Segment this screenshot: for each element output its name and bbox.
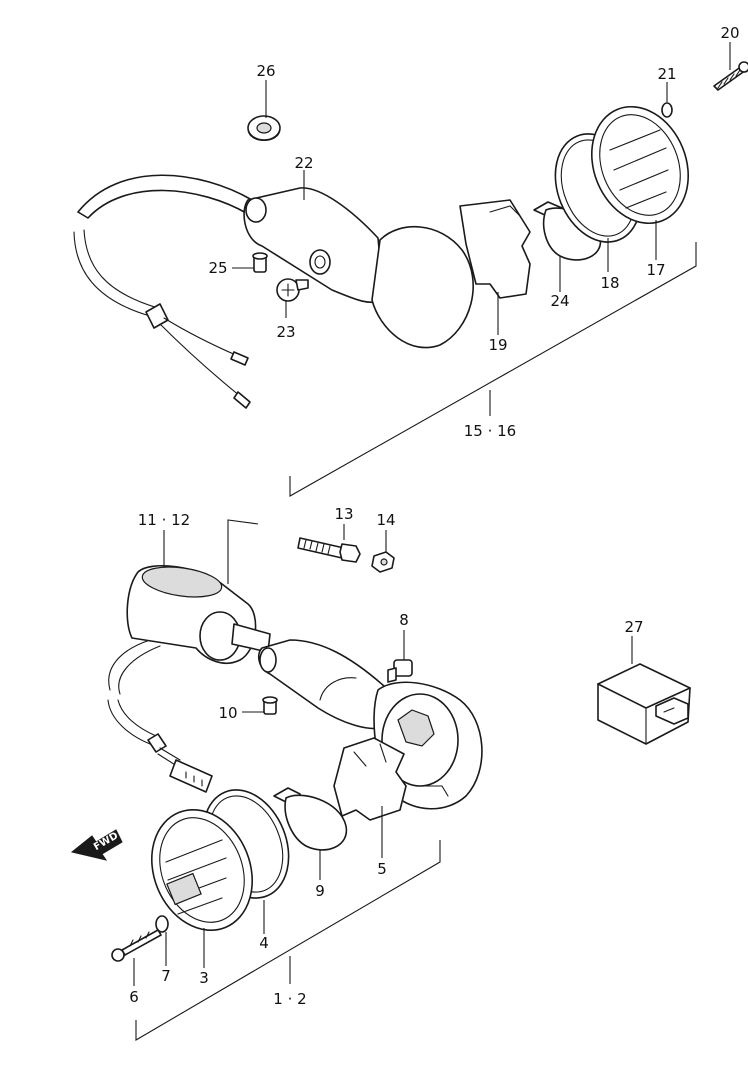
- upper-turn-signal-assembly: [73, 42, 748, 497]
- part-17-lens: [590, 105, 690, 225]
- part-20-screw: [713, 61, 748, 91]
- part-22-signal-stem: [243, 187, 474, 349]
- part-9-bulb: [273, 787, 348, 851]
- label-part-18: 18: [600, 274, 619, 292]
- label-part-7: 7: [161, 967, 171, 985]
- label-part-13: 13: [334, 505, 353, 523]
- label-part-4: 4: [259, 934, 269, 952]
- part-21-washer: [661, 102, 673, 118]
- part-7-washer: [155, 915, 169, 933]
- label-part-21: 21: [657, 65, 676, 83]
- label-part-10: 10: [218, 704, 237, 722]
- part-8-screw: [387, 659, 413, 683]
- part-13-bolt: [297, 537, 361, 563]
- label-part-3: 3: [199, 969, 209, 987]
- label-part-19: 19: [488, 336, 507, 354]
- label-part-9: 9: [315, 882, 325, 900]
- part-25-screw: [252, 252, 268, 273]
- part-labels: 26 22 25 23 19 24 18 17 21 20 15 · 16 11…: [129, 24, 739, 1008]
- lower-wire-harness: [107, 639, 213, 793]
- part-3-lens: [150, 808, 254, 932]
- part-10-screw: [262, 696, 278, 715]
- label-part-5: 5: [377, 860, 387, 878]
- label-part-20: 20: [720, 24, 739, 42]
- label-part-14: 14: [376, 511, 395, 529]
- label-part-25: 25: [208, 259, 227, 277]
- label-part-15-16: 15 · 16: [464, 422, 516, 440]
- label-part-11-12: 11 · 12: [138, 511, 190, 529]
- part-14-nut: [371, 551, 395, 573]
- part-11-12-mounting-bracket: [126, 565, 271, 664]
- part-5-socket-plate: [333, 737, 407, 821]
- part-6-screw: [111, 929, 162, 962]
- label-part-26: 26: [256, 62, 275, 80]
- label-part-17: 17: [646, 261, 665, 279]
- part-19-bulb-socket-plate: [459, 199, 531, 299]
- part-lower-stem-housing: [257, 639, 483, 810]
- label-part-8: 8: [399, 611, 409, 629]
- label-part-1-2: 1 · 2: [273, 990, 306, 1008]
- part-27-relay: [597, 663, 691, 745]
- label-part-24: 24: [550, 292, 569, 310]
- label-part-27: 27: [624, 618, 643, 636]
- fwd-direction-arrow: FWD: [70, 829, 123, 861]
- label-part-22: 22: [294, 154, 313, 172]
- lower-turn-signal-assembly: FWD: [70, 519, 691, 1041]
- part-26-grommet: [247, 115, 281, 142]
- upper-wire-harness: [73, 174, 253, 409]
- label-part-23: 23: [276, 323, 295, 341]
- label-part-6: 6: [129, 988, 139, 1006]
- part-23-screw: [276, 278, 309, 302]
